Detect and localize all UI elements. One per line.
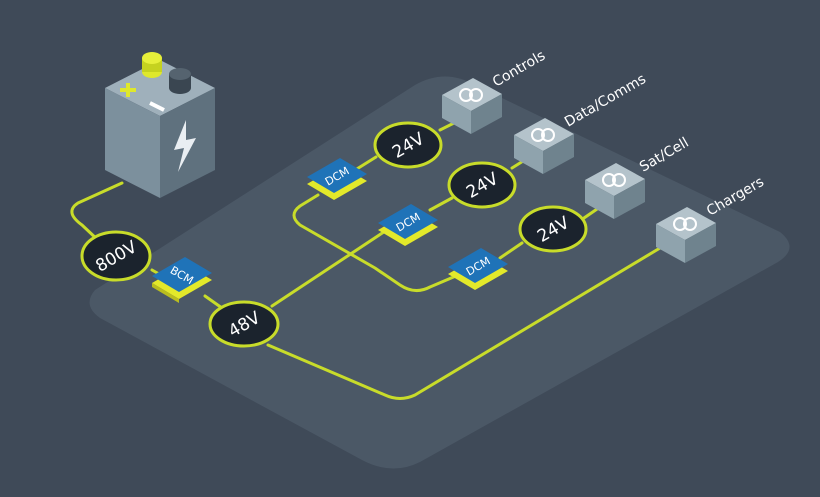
load-label-controls: Controls [490,48,548,91]
load-label-satcell: Sat/Cell [637,135,692,176]
wire-48v-chargers [266,243,667,400]
wire-dcm-1-24v [428,196,454,212]
dcm-module-controls: DCM [307,158,367,200]
wires [70,120,667,400]
wire-battery-800v [70,181,124,244]
dcm-module-datacomms: DCM [378,204,438,246]
bcm-module: BCM [152,257,212,303]
load-box-controls [442,78,502,134]
node-48v: 48V [208,300,280,348]
load-label-datacomms: Data/Comms [562,71,649,130]
node-24v-datacomms: 24V [447,161,517,209]
transformer-icon [602,173,626,187]
transformer-icon [673,217,697,231]
transformer-icon [531,128,555,142]
wire-trunk-1 [292,193,472,292]
node-800v: 800V [80,230,152,282]
plus-icon [120,83,136,97]
node-24v-controls: 24V [373,121,443,169]
node-24v-satcell: 24V [518,205,588,253]
load-box-satcell [585,163,645,219]
minus-icon [149,101,165,112]
load-box-datacomms [514,118,574,174]
transformer-icon [459,88,483,102]
wire-dcm-3-24v [498,241,524,260]
lightning-bolt-icon [174,120,196,172]
dcm-module-satcell: DCM [448,248,508,290]
wire-bcm-48v [203,294,224,310]
battery [105,52,215,198]
load-box-chargers [656,207,716,263]
